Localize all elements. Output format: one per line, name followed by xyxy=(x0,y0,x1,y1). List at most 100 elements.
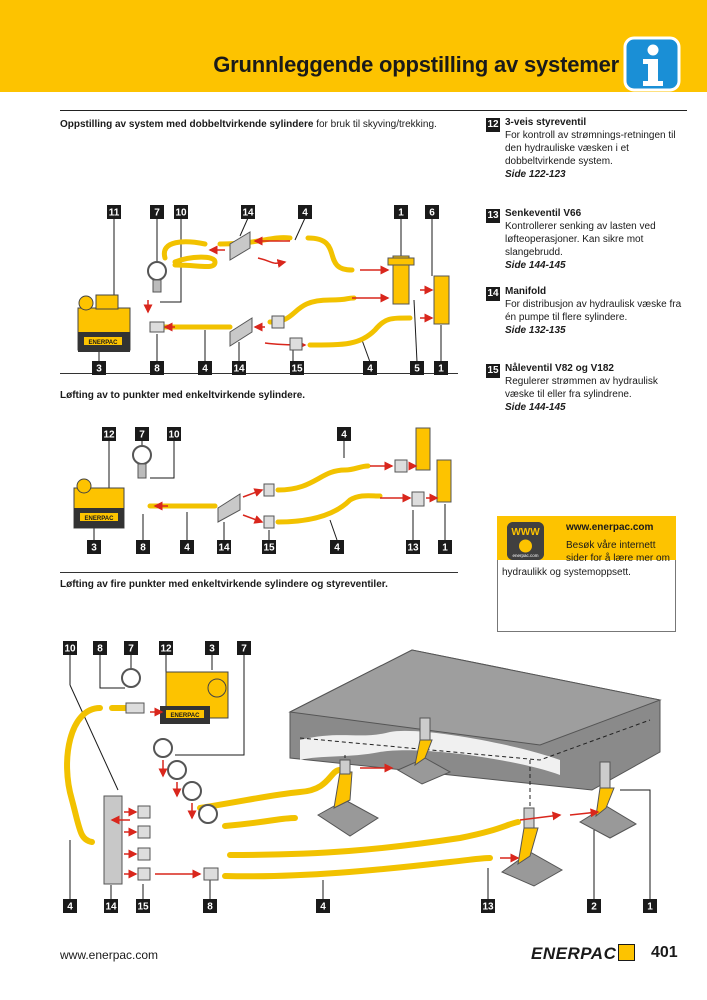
number-tag: 15 xyxy=(262,540,276,554)
number-tag: 13 xyxy=(406,540,420,554)
number-tag-text: 7 xyxy=(139,430,145,441)
footer-url[interactable]: www.enerpac.com xyxy=(60,948,159,962)
header-rule xyxy=(60,110,687,111)
number-tag-text: 14 xyxy=(105,902,117,913)
pump-icon: ENERPAC xyxy=(77,294,131,352)
pump-icon: ENERPAC xyxy=(73,478,125,529)
number-tag-text: 14 xyxy=(233,364,245,375)
number-tag-text: 7 xyxy=(241,644,247,655)
section-title-1: Løfting av to punkter med enkeltvirkende… xyxy=(60,390,306,401)
legend-number: 13 xyxy=(486,209,500,223)
legend-text: For distribusjon av hydraulisk væske fra… xyxy=(505,299,682,323)
legend-item-14: 14 Manifold For distribusjon av hydrauli… xyxy=(486,285,686,337)
number-tag-text: 4 xyxy=(67,902,73,913)
legend-number: 14 xyxy=(486,287,500,301)
number-tag-text: 8 xyxy=(140,543,146,554)
number-tag-text: 8 xyxy=(207,902,213,913)
website-text-1: Besøk våre internett sider for å lære me… xyxy=(566,540,670,564)
pump-icon: ENERPAC xyxy=(160,671,229,724)
number-tag: 1 xyxy=(643,899,657,913)
number-tag: 4 xyxy=(180,540,194,554)
number-tag: 14 xyxy=(232,361,246,375)
number-tag: 1 xyxy=(434,361,448,375)
section-title-2: Løfting av fire punkter med enkeltvirken… xyxy=(60,579,388,590)
legend-title: Nåleventil V82 og V182 xyxy=(505,363,614,374)
number-tag: 7 xyxy=(124,641,138,655)
number-tag: 3 xyxy=(87,540,101,554)
number-tag-text: 13 xyxy=(482,902,494,913)
number-tag-text: 10 xyxy=(175,208,187,219)
number-tag: 15 xyxy=(136,899,150,913)
pressure-gauge-icon xyxy=(132,445,152,465)
cylinder-icon xyxy=(392,255,410,305)
legend-title: 3-veis styreventil xyxy=(505,117,587,128)
pump-brand: ENERPAC xyxy=(89,340,119,346)
number-tag-text: 4 xyxy=(334,543,340,554)
number-tag: 4 xyxy=(298,205,312,219)
number-tag-text: 10 xyxy=(64,644,76,655)
cylinder-icon xyxy=(436,459,452,503)
number-tag-text: 1 xyxy=(442,543,448,554)
diagram-double-acting: ENERPAC xyxy=(77,217,450,363)
number-tag-text: 3 xyxy=(96,364,102,375)
number-tag: 12 xyxy=(102,427,116,441)
number-tag-text: 14 xyxy=(218,543,230,554)
legend-page-ref: Side 144-145 xyxy=(505,260,566,271)
number-tag: 10 xyxy=(63,641,77,655)
legend-item-15: 15 Nåleventil V82 og V182 Regulerer strø… xyxy=(486,362,686,414)
number-tag-text: 15 xyxy=(137,902,149,913)
number-tag: 4 xyxy=(330,540,344,554)
pressure-gauge-icon xyxy=(121,668,141,688)
number-tag: 7 xyxy=(150,205,164,219)
legend-text: For kontroll av strømnings-retningen til… xyxy=(505,130,676,167)
pump-brand: ENERPAC xyxy=(85,516,115,522)
number-tag: 13 xyxy=(481,899,495,913)
number-tag: 7 xyxy=(135,427,149,441)
number-tag: 12 xyxy=(159,641,173,655)
number-tag-text: 4 xyxy=(302,208,308,219)
diagram-four-point-lifting: ENERPAC xyxy=(64,649,662,900)
number-tag: 10 xyxy=(167,427,181,441)
section-rule-1 xyxy=(60,373,458,374)
number-tag: 4 xyxy=(316,899,330,913)
website-url[interactable]: www.enerpac.com xyxy=(566,522,654,533)
pressure-gauge-icon xyxy=(198,804,218,824)
legend-number: 15 xyxy=(486,364,500,378)
legend-title: Manifold xyxy=(505,286,547,297)
website-box: WWW enerpac.com www.enerpac.com Besøk vå… xyxy=(497,516,676,632)
number-tag: 11 xyxy=(107,205,121,219)
page-number: 401 xyxy=(651,944,678,961)
number-tag: 4 xyxy=(337,427,351,441)
number-tag-text: 7 xyxy=(128,644,134,655)
number-tag: 4 xyxy=(198,361,212,375)
number-tag: 8 xyxy=(93,641,107,655)
legend-item-13: 13 Senkeventil V66 Kontrollerer senking … xyxy=(486,207,686,272)
legend-page-ref: Side 122-123 xyxy=(505,169,566,180)
number-tag: 7 xyxy=(237,641,251,655)
pressure-gauge-icon xyxy=(182,781,202,801)
number-tag-text: 13 xyxy=(407,543,419,554)
legend-page-ref: Side 144-145 xyxy=(505,402,566,413)
intro-bold: Oppstilling av system med dobbeltvirkend… xyxy=(60,119,314,130)
number-tag: 5 xyxy=(410,361,424,375)
section-rule-2 xyxy=(60,572,458,573)
number-tag: 3 xyxy=(92,361,106,375)
legend-text: Kontrollerer senking av lasten ved løfte… xyxy=(505,221,656,258)
number-tag: 8 xyxy=(136,540,150,554)
number-tag: 8 xyxy=(150,361,164,375)
number-tag: 14 xyxy=(241,205,255,219)
number-tag-text: 8 xyxy=(97,644,103,655)
number-tag-text: 15 xyxy=(291,364,303,375)
www-badge-text: WWW xyxy=(511,527,540,538)
number-tag: 1 xyxy=(394,205,408,219)
website-text-2: hydraulikk og systemoppsett. xyxy=(502,567,631,578)
enerpac-logo: ENERPAC xyxy=(531,944,636,964)
pressure-gauge-icon xyxy=(147,261,167,281)
www-badge-sub: enerpac.com xyxy=(512,553,538,558)
number-tag-text: 14 xyxy=(242,208,254,219)
number-tag: 3 xyxy=(205,641,219,655)
cylinder-icon xyxy=(433,275,450,325)
cylinder-icon xyxy=(396,717,452,785)
legend-number: 12 xyxy=(486,118,500,132)
